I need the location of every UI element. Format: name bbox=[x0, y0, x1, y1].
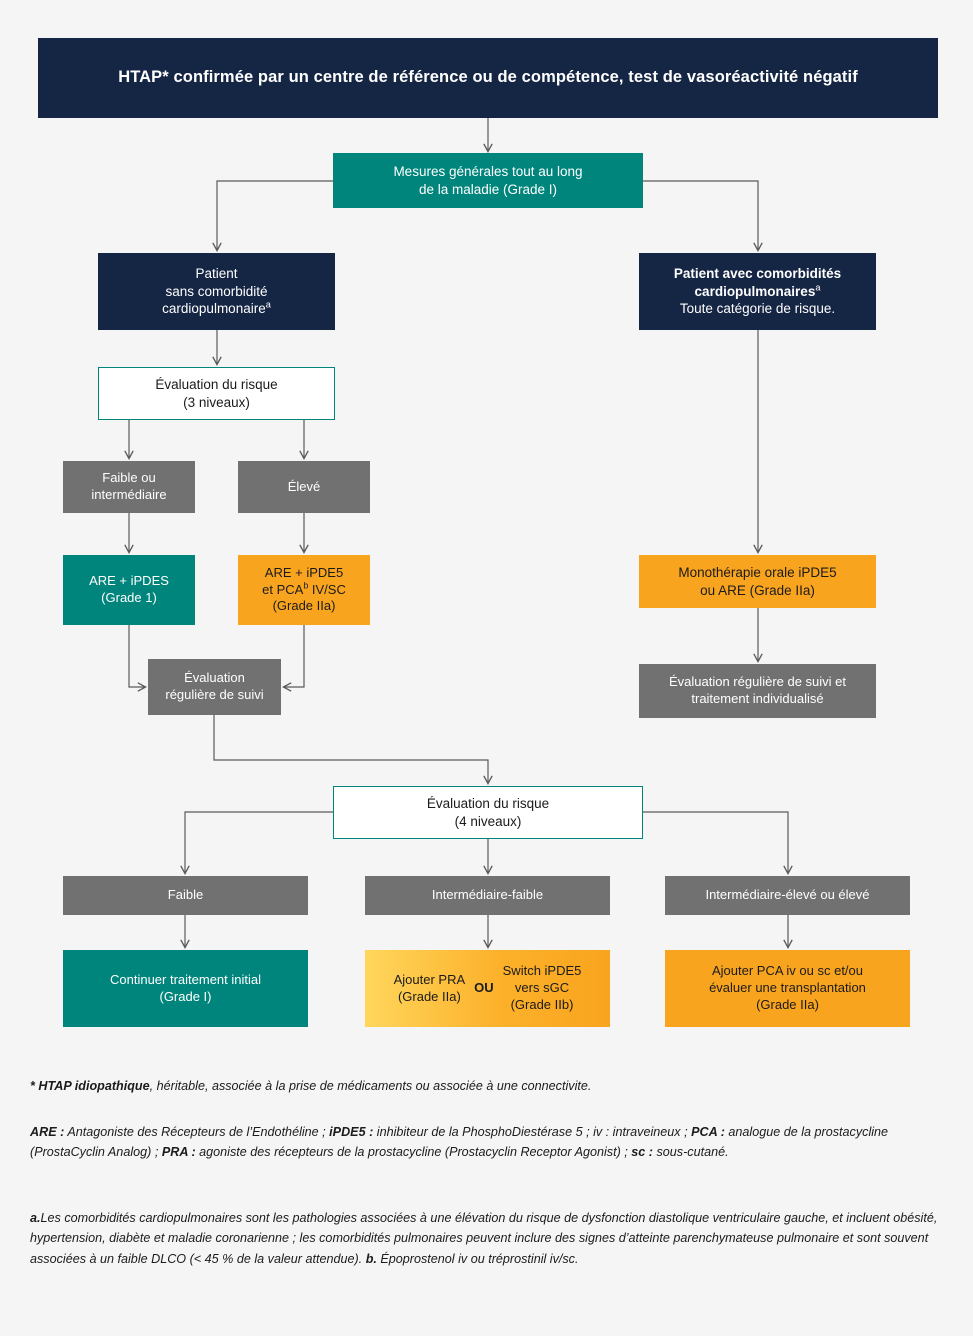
footnote-term: sc : bbox=[631, 1145, 653, 1160]
node-traitement-are-ipde5-pca[interactable]: ARE + iPDE5 et PCAb IV/SC (Grade IIa) bbox=[238, 555, 370, 625]
footnote-text: sous-cutané. bbox=[653, 1145, 729, 1160]
node-patient-avec-comorbidites[interactable]: Patient avec comorbidités cardiopulmonai… bbox=[639, 253, 876, 330]
footnote-text: agoniste des récepteurs de la prostacycl… bbox=[195, 1145, 632, 1160]
footnote-term: iPDE5 : bbox=[329, 1125, 374, 1139]
patient-left-label: Patient sans comorbidité cardiopulmonair… bbox=[162, 266, 271, 317]
page-title-banner: HTAP* confirmée par un centre de référen… bbox=[38, 38, 938, 118]
footnote-asterisk-bold: * HTAP idiopathique bbox=[30, 1079, 150, 1093]
footnote-term: b. bbox=[365, 1251, 377, 1266]
node-niveau-intermediaire-faible[interactable]: Intermédiaire-faible bbox=[365, 876, 610, 915]
node-patient-sans-comorbidite[interactable]: Patient sans comorbidité cardiopulmonair… bbox=[98, 253, 335, 330]
node-risque-faible-intermediaire[interactable]: Faible ou intermédiaire bbox=[63, 461, 195, 513]
option-ajouter-pra: Ajouter PRA (Grade IIa) bbox=[393, 971, 466, 1004]
footnote-marker-b: b bbox=[303, 580, 309, 591]
footnote-marker-a: a bbox=[265, 299, 271, 310]
footnote-asterisk-rest: , héritable, associée à la prise de médi… bbox=[149, 1079, 592, 1093]
footnote-asterisk: * HTAP idiopathique, héritable, associée… bbox=[30, 1076, 938, 1096]
footnote-text: inhibiteur de la PhosphoDiestérase 5 ; i… bbox=[373, 1125, 692, 1139]
node-monotherapie-orale[interactable]: Monothérapie orale iPDE5 ou ARE (Grade I… bbox=[639, 555, 876, 608]
option-separator-ou: OU bbox=[474, 980, 494, 996]
footnote-comorbidities: a.Les comorbidités cardiopulmonaires son… bbox=[30, 1208, 938, 1269]
node-ajouter-pra-ou-switch[interactable]: Ajouter PRA (Grade IIa) OU Switch iPDE5 … bbox=[365, 950, 610, 1027]
node-niveau-intermediaire-eleve[interactable]: Intermédiaire-élevé ou élevé bbox=[665, 876, 910, 915]
node-traitement-are-ipdes[interactable]: ARE + iPDES (Grade 1) bbox=[63, 555, 195, 625]
node-evaluation-risque-4-niveaux[interactable]: Évaluation du risque (4 niveaux) bbox=[333, 786, 643, 839]
option-switch-sgc: Switch iPDE5 vers sGC (Grade IIb) bbox=[502, 963, 582, 1012]
footnote-text: Époprostenol iv ou tréprostinil iv/sc. bbox=[376, 1251, 579, 1266]
node-evaluation-risque-3-niveaux[interactable]: Évaluation du risque (3 niveaux) bbox=[98, 367, 335, 420]
node-suivi-traitement-individualise[interactable]: Évaluation régulière de suivi et traitem… bbox=[639, 664, 876, 718]
footnote-text: Antagoniste des Récepteurs de l’Endothél… bbox=[64, 1125, 330, 1139]
footnote-text: Les comorbidités cardiopulmonaires sont … bbox=[30, 1211, 938, 1266]
node-ajouter-pca-transplantation[interactable]: Ajouter PCA iv ou sc et/ou évaluer une t… bbox=[665, 950, 910, 1027]
patient-right-label: Patient avec comorbidités cardiopulmonai… bbox=[673, 266, 842, 317]
node-mesures-generales[interactable]: Mesures générales tout au long de la mal… bbox=[333, 153, 643, 208]
node-continuer-traitement-initial[interactable]: Continuer traitement initial (Grade I) bbox=[63, 950, 308, 1027]
footnote-marker-a: a bbox=[815, 282, 821, 293]
footnote-term: ARE : bbox=[30, 1125, 65, 1139]
tx-high-label: ARE + iPDE5 et PCAb IV/SC (Grade IIa) bbox=[262, 564, 346, 614]
footnote-term: PCA : bbox=[691, 1125, 725, 1139]
node-niveau-faible[interactable]: Faible bbox=[63, 876, 308, 915]
footnote-term: PRA : bbox=[161, 1145, 196, 1160]
footnote-term: a. bbox=[30, 1211, 41, 1225]
node-risque-eleve[interactable]: Élevé bbox=[238, 461, 370, 513]
node-evaluation-reguliere-suivi[interactable]: Évaluation régulière de suivi bbox=[148, 659, 281, 715]
footnote-abbreviations: ARE : Antagoniste des Récepteurs de l’En… bbox=[30, 1122, 938, 1163]
footnote-text: analogue de la prostacycline (ProstaCycl… bbox=[30, 1125, 889, 1160]
